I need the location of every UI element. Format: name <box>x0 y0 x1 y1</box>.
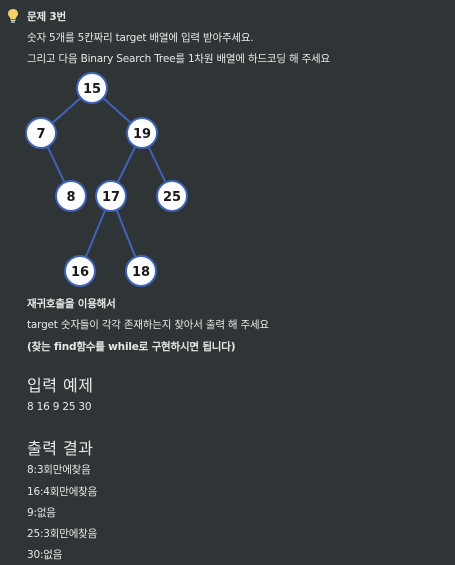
svg-text:16: 16 <box>71 265 89 280</box>
instruction-line-1: 재귀호출을 이용해서 <box>27 298 116 310</box>
svg-text:19: 19 <box>133 127 151 142</box>
input-example-heading: 입력 예제 <box>27 376 94 395</box>
tree-node-15: 15 <box>76 72 108 104</box>
output-line: 30:없음 <box>27 549 63 561</box>
lightbulb-icon <box>8 9 18 23</box>
output-line: 9:없음 <box>27 507 56 519</box>
tree-node-16: 16 <box>64 255 96 287</box>
callout-line-1: 숫자 5개를 5칸짜리 target 배열에 입력 받아주세요. <box>27 32 254 44</box>
bst-diagram: 15 7 19 8 17 25 16 18 <box>25 72 188 287</box>
tree-node-19: 19 <box>126 117 158 149</box>
tree-node-17: 17 <box>95 180 127 212</box>
callout-line-2: 그리고 다음 Binary Search Tree를 1차원 배열에 하드코딩 … <box>27 53 330 65</box>
output-line: 8:3회만에찾음 <box>27 464 91 476</box>
svg-text:8: 8 <box>66 190 75 205</box>
callout-title: 문제 3번 <box>27 11 66 23</box>
tree-node-25: 25 <box>156 180 188 212</box>
instruction-line-2: target 숫자들이 각각 존재하는지 찾아서 출력 해 주세요 <box>27 319 269 331</box>
output-line: 25:3회만에찾음 <box>27 528 98 540</box>
output-line: 16:4회만에찾음 <box>27 486 98 498</box>
output-result-heading: 출력 결과 <box>27 439 94 458</box>
input-example-value: 8 16 9 25 30 <box>27 401 92 413</box>
tree-node-18: 18 <box>125 255 157 287</box>
svg-text:15: 15 <box>83 82 101 97</box>
instruction-line-3: (찾는 find함수를 while로 구현하시면 됩니다) <box>27 341 236 353</box>
svg-text:18: 18 <box>132 265 150 280</box>
tree-node-7: 7 <box>25 117 57 149</box>
tree-node-8: 8 <box>55 180 87 212</box>
svg-text:25: 25 <box>163 190 181 205</box>
svg-text:17: 17 <box>102 190 120 205</box>
svg-text:7: 7 <box>36 127 45 142</box>
